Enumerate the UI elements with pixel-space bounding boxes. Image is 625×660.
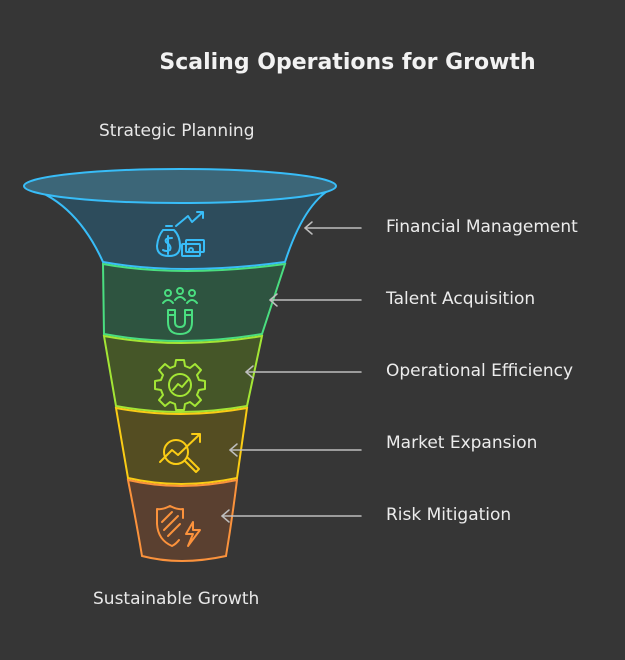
magnifier-arrow-icon <box>159 433 201 473</box>
funnel-rim <box>23 168 337 204</box>
arrow-market <box>229 443 362 457</box>
stage-label-risk: Risk Mitigation <box>386 505 512 525</box>
funnel-section-risk <box>126 478 239 562</box>
arrow-operational <box>245 365 362 379</box>
magnet-people-icon <box>162 287 198 335</box>
funnel-output-label: Sustainable Growth <box>93 589 260 609</box>
money-bag-growth-icon <box>156 211 205 257</box>
stage-label-talent: Talent Acquisition <box>386 289 536 309</box>
arrow-financial <box>304 221 362 235</box>
stage-label-financial: Financial Management <box>386 217 578 237</box>
stage-label-operational: Operational Efficiency <box>386 361 574 381</box>
funnel-section-market <box>114 406 249 485</box>
arrow-risk <box>221 509 362 523</box>
stage-label-market: Market Expansion <box>386 433 538 453</box>
funnel-section-talent <box>101 262 287 342</box>
shield-lightning-icon <box>156 505 201 547</box>
connector-arrows <box>221 221 362 523</box>
diagram-title: Scaling Operations for Growth <box>159 50 536 75</box>
funnel-input-label: Strategic Planning <box>99 121 255 141</box>
arrow-talent <box>269 293 362 307</box>
gear-chart-icon <box>154 359 206 411</box>
